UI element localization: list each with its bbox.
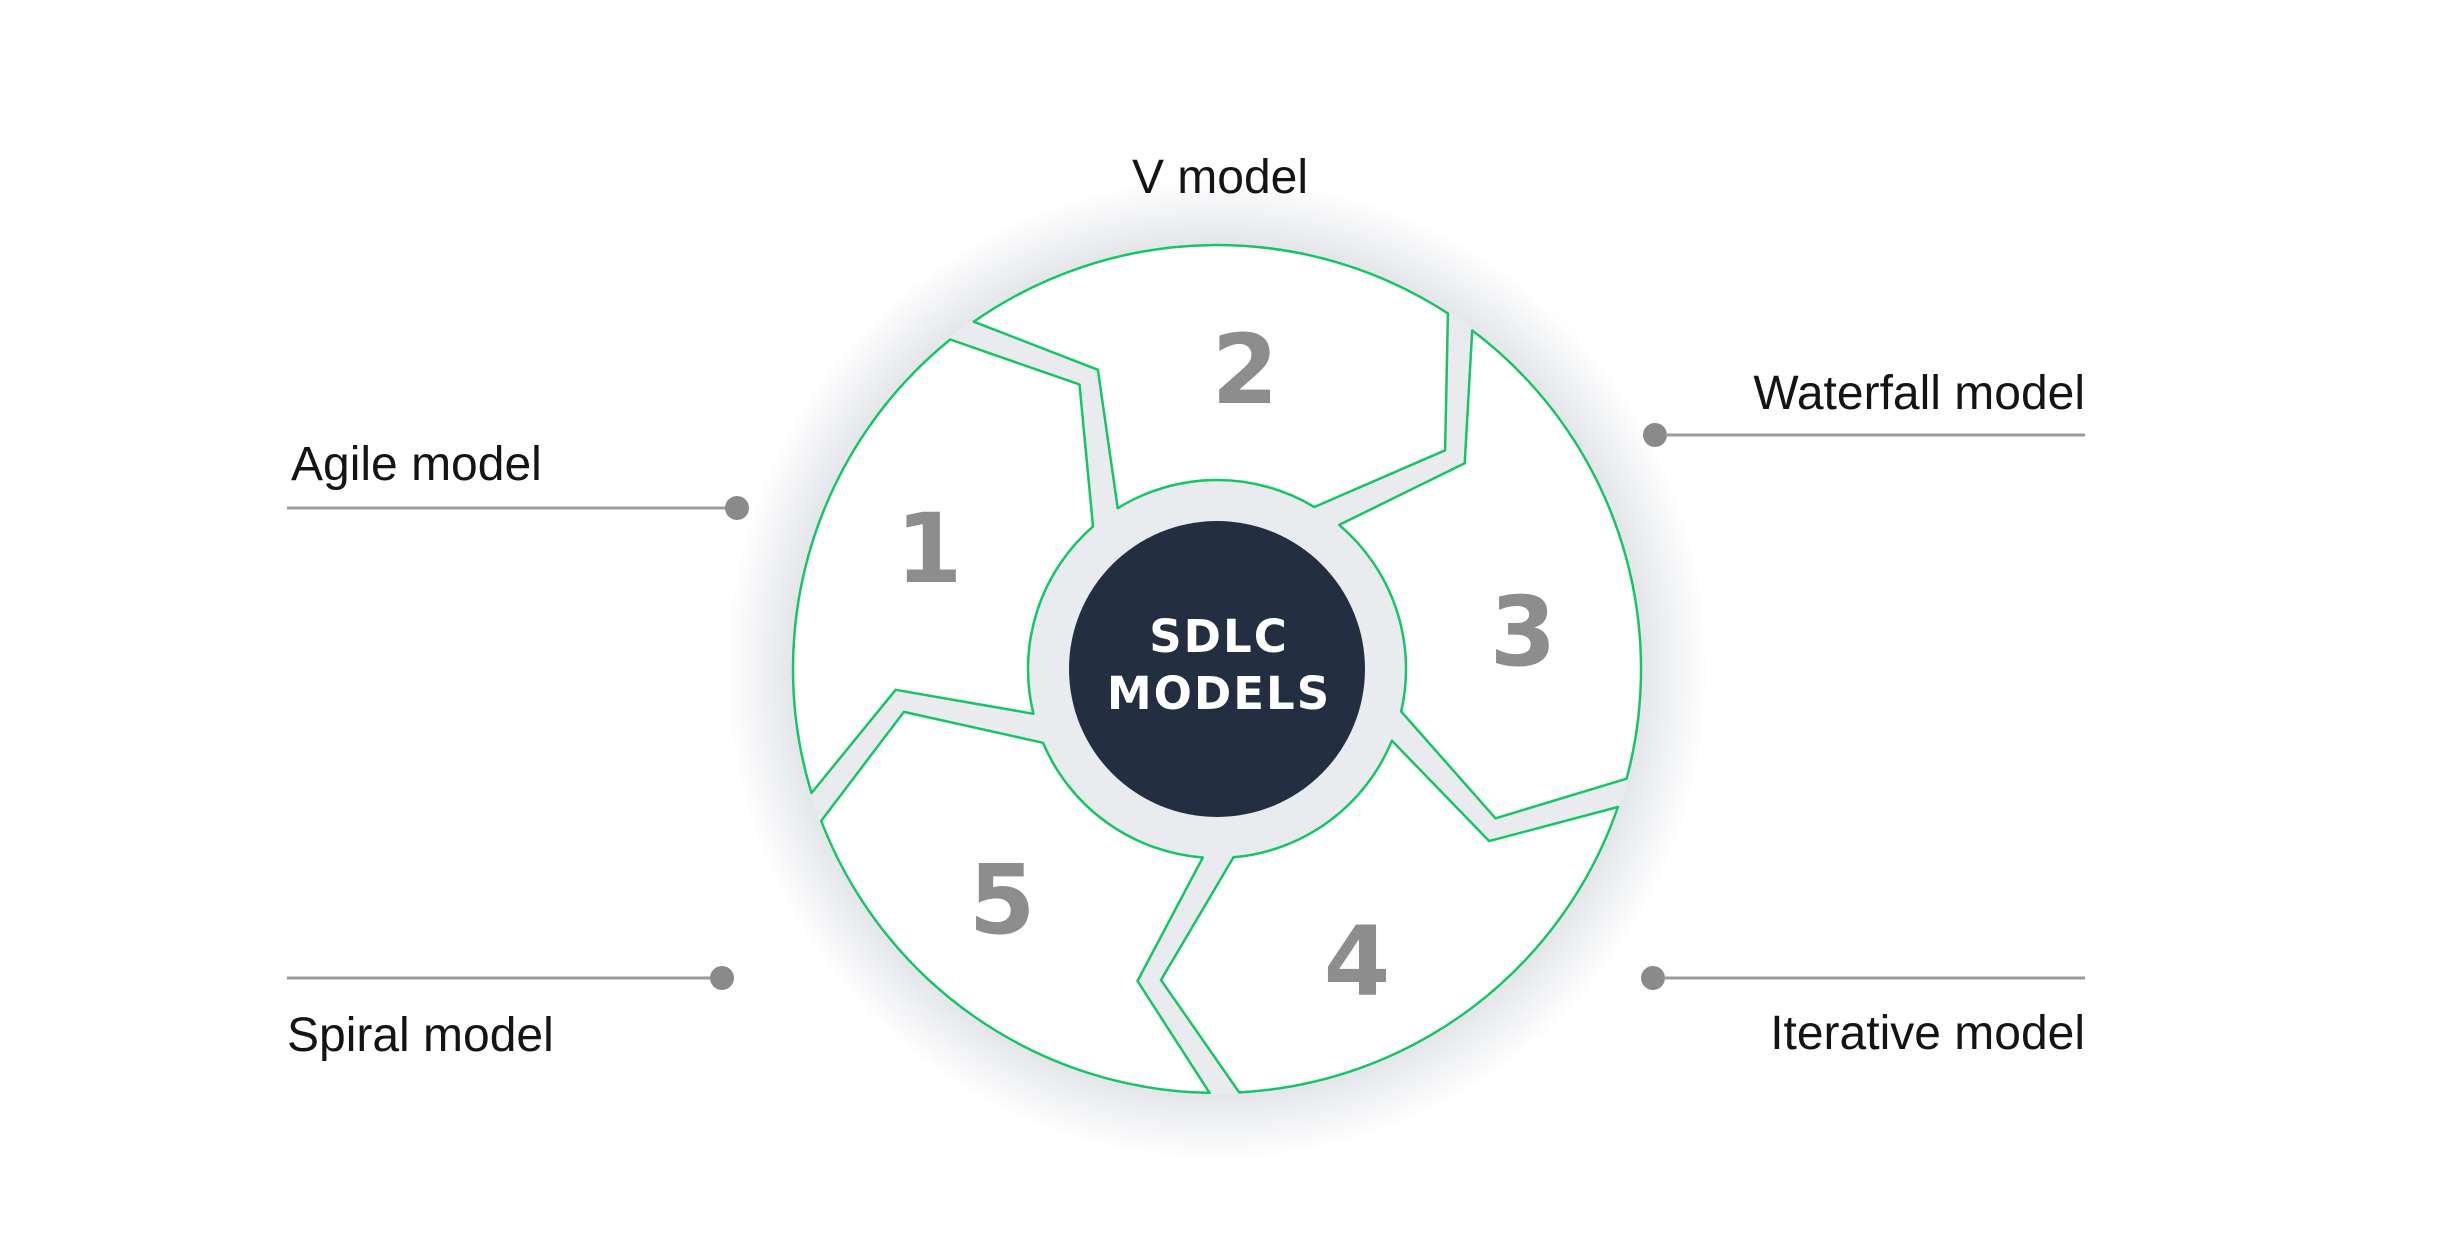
- segment-blade-2: [972, 243, 1450, 510]
- label-iterative-model: Iterative model: [1770, 1007, 2085, 1060]
- label-waterfall-model: Waterfall model: [1753, 367, 2085, 420]
- label-spiral-model: Spiral model: [287, 1009, 554, 1062]
- segment-number-5: 5: [969, 844, 1036, 956]
- segment-blade-5: [819, 710, 1211, 1095]
- center-title-line2: MODELS: [1107, 667, 1331, 720]
- center-title-line1: SDLC: [1149, 610, 1288, 663]
- segment-number-2: 2: [1212, 314, 1279, 426]
- segment-number-3: 3: [1490, 576, 1557, 688]
- center-circle: [1069, 521, 1365, 817]
- connector-dot-waterfall: [1643, 423, 1667, 447]
- segment-blade-3: [1337, 329, 1643, 820]
- connector-dot-spiral: [710, 966, 734, 990]
- connector-dot-agile: [725, 496, 749, 520]
- connector-dot-iterative: [1641, 966, 1665, 990]
- label-v-model: V model: [1132, 151, 1308, 204]
- segment-number-1: 1: [896, 493, 963, 605]
- segment-number-4: 4: [1324, 906, 1391, 1018]
- label-agile-model: Agile model: [291, 438, 542, 491]
- segment-blade-1: [791, 338, 1095, 795]
- segment-blade-4: [1159, 739, 1620, 1094]
